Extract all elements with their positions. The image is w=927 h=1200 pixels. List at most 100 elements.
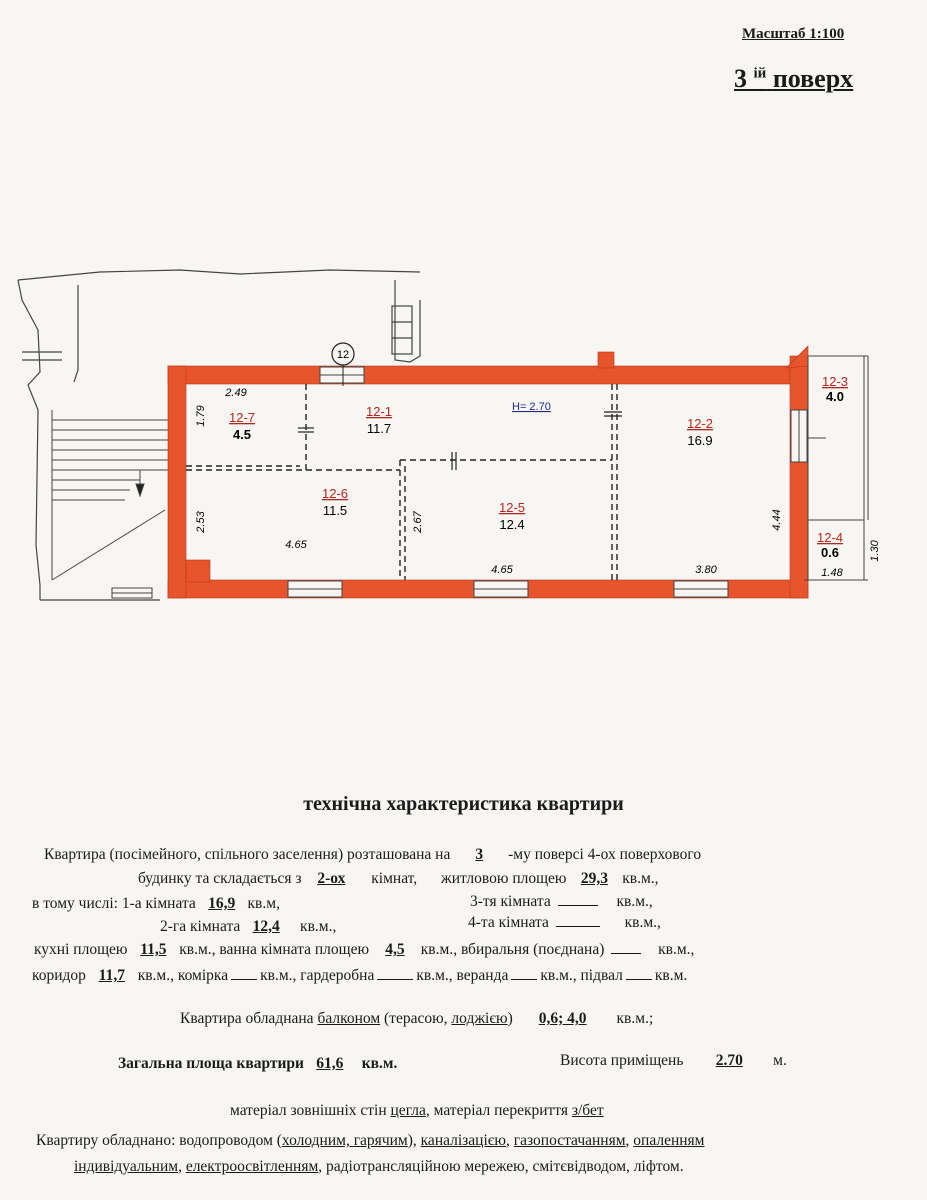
text: кв.м., ванна кімната площею	[179, 941, 370, 958]
tech-line-7: Квартира обладнана балконом (терасою, ло…	[180, 1010, 653, 1028]
text: матеріал зовнішніх стін	[230, 1102, 387, 1119]
height-label: H= 2.70	[512, 401, 551, 413]
text: кв.м., гардеробна	[260, 967, 375, 984]
tech-line-4b: 4-та кімната кв.м.,	[468, 914, 661, 932]
room-area: 4.5	[233, 427, 251, 442]
tech-line-10: Квартиру обладнано: водопроводом (холодн…	[36, 1132, 704, 1150]
text: ,	[178, 1158, 182, 1175]
dim-label: 4.44	[771, 509, 783, 530]
exterior-walls	[167, 345, 809, 599]
room-id: 12-7	[229, 410, 255, 425]
kitchen-area: 11,5	[140, 941, 167, 958]
room2-area: 12,4	[252, 918, 280, 935]
text: Квартиру обладнано: водопроводом (	[36, 1132, 282, 1149]
text: 3-тя кімната	[470, 893, 551, 910]
text: ),	[407, 1132, 417, 1149]
floor-suffix: ій	[753, 65, 767, 82]
rooms-count: 2-ох	[317, 870, 346, 887]
tech-line-3: в тому числі: 1-а кімната 16,9 кв.м,	[32, 895, 280, 913]
windows	[287, 366, 808, 598]
tech-line-11: індивідуальним, електроосвітленням, раді…	[74, 1158, 684, 1176]
heating: опаленням	[633, 1132, 705, 1149]
text: кухні площею	[34, 941, 128, 958]
text: Висота приміщень	[560, 1052, 684, 1069]
room-id: 12-5	[499, 500, 525, 515]
balcony-area: 0,6; 4,0	[538, 1010, 587, 1027]
tech-line-8b: Висота приміщень 2.70 м.	[560, 1052, 787, 1070]
dim-label: 3.80	[695, 564, 717, 576]
dim-label: 1.79	[195, 405, 207, 426]
building-outline	[17, 269, 421, 601]
dim-label: 4.65	[285, 539, 307, 551]
text: кв.м,	[247, 895, 280, 912]
door-marks	[298, 411, 622, 470]
text: кв.м., веранда	[416, 967, 509, 984]
text: кв.м.,	[624, 914, 661, 931]
room-id: 12-4	[817, 530, 843, 545]
text: кв.м.,	[616, 893, 653, 910]
text: кв.м., комірка	[137, 967, 229, 984]
text: , радіотрансляційною мережею, смітєвідво…	[318, 1158, 684, 1175]
text: ,	[506, 1132, 510, 1149]
text: коридор	[32, 967, 86, 984]
text: кв.м.;	[616, 1010, 654, 1027]
text: 4-та кімната	[468, 914, 549, 931]
text: Квартира (посімейного, спільного заселен…	[44, 846, 451, 863]
tech-line-9: матеріал зовнішніх стін цегла, матеріал …	[230, 1102, 604, 1120]
room-height: 2.70	[715, 1052, 743, 1069]
text: -му поверсі 4-ох поверхового	[508, 846, 702, 863]
room-area: 12.4	[499, 517, 524, 532]
tech-line-8: Загальна площа квартири 61,6 кв.м.	[118, 1055, 397, 1073]
dim-label: 2.67	[412, 510, 424, 533]
text: кв.м.,	[658, 941, 695, 958]
text: ,	[625, 1132, 630, 1149]
scale-label: Масштаб 1:100	[742, 26, 845, 42]
dim-label: 4.65	[491, 564, 513, 576]
partitions	[186, 384, 618, 580]
tech-line-4: 2-га кімната 12,4 кв.м.,	[160, 918, 336, 936]
room-labels: 12-7 4.5 12-1 11.7 12-2 16.9 12-3 4.0 12…	[229, 374, 848, 560]
text: , матеріал перекриття	[425, 1102, 568, 1119]
text: Квартира обладнана	[180, 1010, 314, 1027]
total-area-label: Загальна площа квартири	[118, 1055, 304, 1072]
text: кв.м.	[654, 967, 688, 984]
text: м.	[773, 1052, 787, 1069]
room-area: 16.9	[687, 433, 712, 448]
tech-line-3b: 3-тя кімната кв.м.,	[470, 893, 653, 911]
electricity: електроосвітленням	[185, 1158, 319, 1175]
total-area: 61,6	[316, 1055, 344, 1072]
room-area: 0.6	[821, 545, 839, 560]
corridor-area: 11,7	[98, 967, 125, 984]
floor-number: 3	[734, 64, 747, 93]
loggia-text: лоджією	[451, 1010, 508, 1027]
dimension-labels: 2.49 1.79 2.53 4.65 2.67 4.65 3.80 4.44 …	[195, 387, 881, 579]
text: житловою площею	[441, 870, 567, 887]
text: кв.м., підвал	[540, 967, 623, 984]
dim-label: 2.49	[224, 387, 246, 399]
room-id: 12-6	[322, 486, 348, 501]
text: кв.м., вбиральня (поєднана)	[420, 941, 605, 958]
balconies	[804, 355, 869, 581]
room-id: 12-2	[687, 416, 713, 431]
heating-type: індивідуальним	[74, 1158, 179, 1175]
dim-label: 1.30	[869, 539, 881, 561]
room-area: 4.0	[826, 389, 844, 404]
tech-line-6: коридор 11,7 кв.м., комірка кв.м., гардер…	[32, 967, 687, 985]
text: кв.м.,	[622, 870, 659, 887]
floor-label: 3 ій поверх	[734, 64, 853, 94]
room-id: 12-1	[366, 404, 392, 419]
text: кв.м.	[361, 1055, 398, 1072]
living-area: 29,3	[580, 870, 608, 887]
text: будинку та складається з	[138, 870, 302, 887]
text: )	[507, 1010, 513, 1027]
room-area: 11.5	[323, 503, 347, 518]
tech-line-5: кухні площею 11,5 кв.м., ванна кімната п…	[34, 941, 694, 959]
dim-label: 2.53	[195, 510, 207, 533]
floor-value: 3	[475, 846, 484, 863]
dim-label: 1.48	[821, 567, 843, 579]
water-supply: холодним, гарячим	[281, 1132, 408, 1149]
tech-line-2: будинку та складається з 2-ох кімнат, жи…	[138, 870, 659, 888]
bathroom-area: 4,5	[385, 941, 405, 958]
staircase	[51, 410, 168, 599]
text: (терасою,	[384, 1010, 448, 1027]
